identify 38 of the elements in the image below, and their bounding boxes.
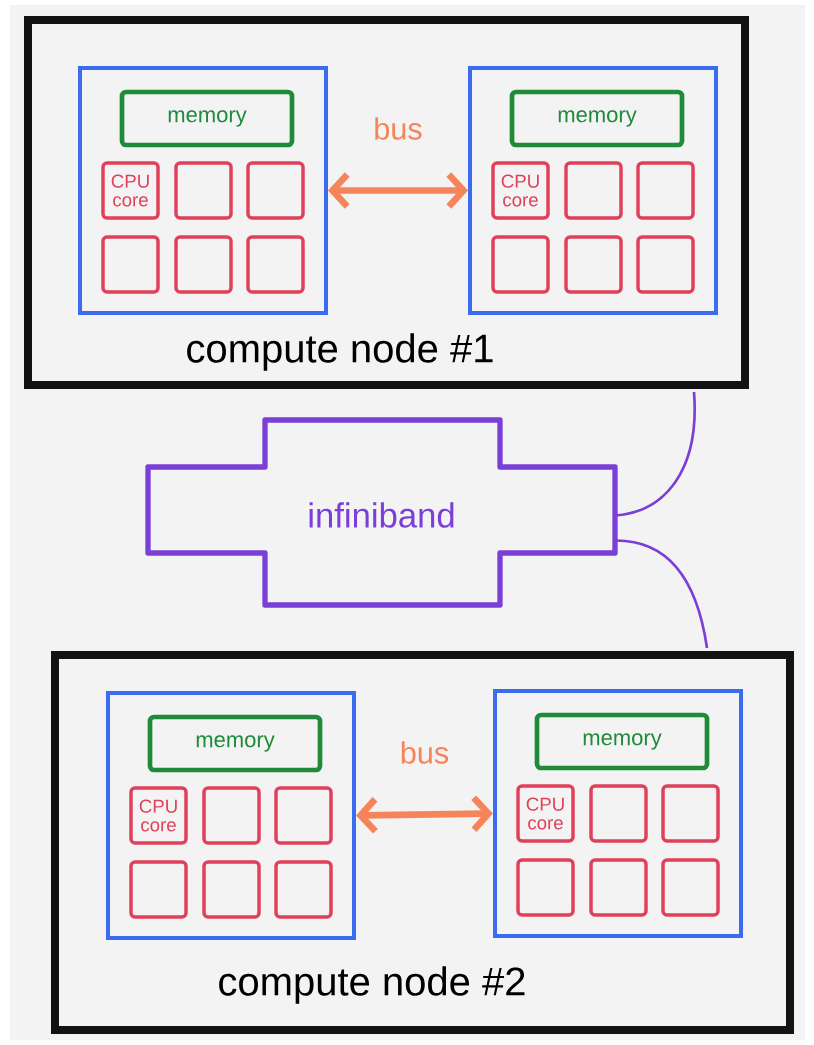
- memory-box: memory: [119, 89, 295, 148]
- cpu-core-box: [564, 161, 623, 220]
- cpu-core-box: [202, 860, 261, 919]
- cpu-core-box: [129, 860, 188, 919]
- cpu-core-box: [589, 858, 648, 917]
- cpu-core-box: [174, 235, 233, 294]
- cpu-core-box: [246, 161, 305, 220]
- processor-box: [468, 66, 718, 315]
- cpu-core-box: [491, 235, 550, 294]
- cpu-core-box: [202, 786, 261, 845]
- cpu-core-box: CPU core: [516, 784, 575, 843]
- cpu-core-box: [101, 235, 160, 294]
- memory-box: memory: [509, 89, 685, 148]
- arrow: [328, 172, 468, 209]
- cpu-core-box: [636, 161, 695, 220]
- edge-label: bus: [375, 117, 422, 140]
- cpu-core-box: CPU core: [129, 786, 188, 845]
- connector-line: [615, 391, 696, 517]
- cpu-core-box: [174, 161, 233, 220]
- cpu-core-box: [246, 235, 305, 294]
- cpu-core-box: [564, 235, 623, 294]
- cpu-core-box: [661, 858, 720, 917]
- arrow: [356, 795, 493, 834]
- cpu-core-box: [274, 786, 333, 845]
- processor-box: [78, 66, 328, 315]
- memory-box: memory: [147, 714, 323, 773]
- cpu-core-box: [636, 235, 695, 294]
- cpu-core-box: [589, 784, 648, 843]
- cpu-core-box: [516, 858, 575, 917]
- processor-box: [106, 691, 356, 940]
- connector-line: [615, 539, 709, 649]
- memory-box: memory: [534, 712, 710, 771]
- cpu-core-box: [274, 860, 333, 919]
- edge-label: bus: [401, 741, 449, 764]
- cpu-core-box: CPU core: [101, 161, 160, 220]
- cpu-core-box: CPU core: [491, 161, 550, 220]
- cpu-core-box: [661, 784, 720, 843]
- processor-box: [493, 689, 743, 938]
